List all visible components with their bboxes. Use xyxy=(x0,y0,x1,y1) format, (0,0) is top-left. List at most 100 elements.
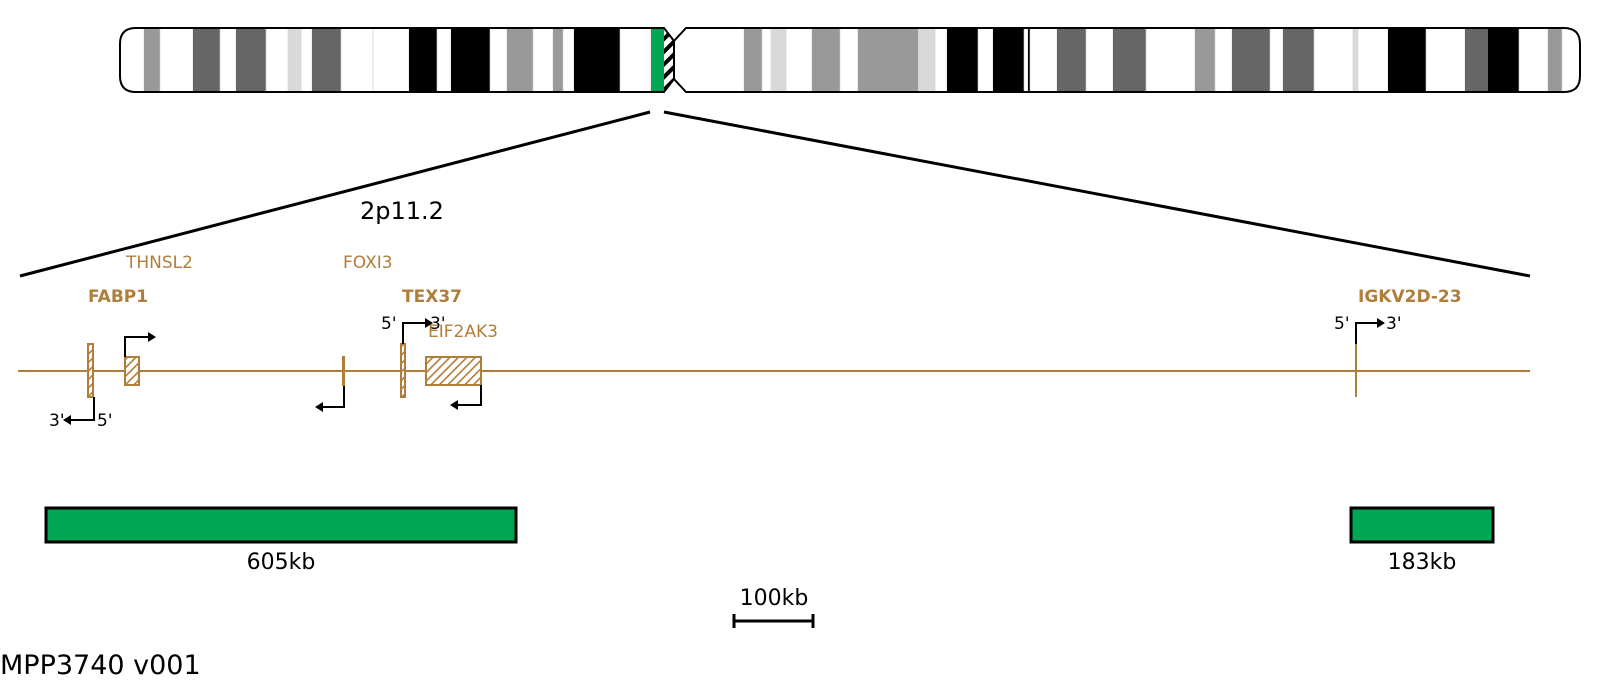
chromosome-band xyxy=(664,28,674,92)
thnsl2-arrow xyxy=(124,336,151,357)
chromosome-band xyxy=(1353,28,1358,92)
chromosome-band xyxy=(839,28,859,92)
segment-bar-1 xyxy=(44,506,518,544)
chromosome-band xyxy=(451,28,490,92)
chromosome-band xyxy=(507,28,533,92)
version-label: MPP3740 v001 xyxy=(0,650,201,681)
gene-label-foxi3: FOXI3 xyxy=(343,253,393,273)
zoom-line-left xyxy=(19,110,651,278)
scale-bar-label: 100kb xyxy=(740,586,809,611)
chromosome-band xyxy=(1465,28,1488,92)
gene-body-igkv2d-23 xyxy=(1355,344,1357,397)
chromosome-band xyxy=(1283,28,1314,92)
chromosome-band xyxy=(1028,28,1030,92)
igkv2d-23-5prime: 5' xyxy=(1334,314,1350,334)
chromosome-band xyxy=(159,28,194,92)
chromosome-band xyxy=(918,28,935,92)
chromosome-band xyxy=(1029,28,1058,92)
gene-body-fabp1 xyxy=(87,343,94,398)
chromosome-band xyxy=(372,28,410,92)
band-label: 2p11.2 xyxy=(360,197,444,225)
chromosome-band xyxy=(1057,28,1086,92)
chromosome-band xyxy=(1388,28,1426,92)
q-arm-outline xyxy=(673,27,1581,93)
igkv2d-23-3prime: 3' xyxy=(1386,314,1402,334)
eif2ak3-arrow xyxy=(455,385,482,406)
chromosome-band xyxy=(1145,28,1196,92)
chromosome-band xyxy=(562,28,575,92)
chromosome-band xyxy=(771,28,786,92)
chromosome-band xyxy=(193,28,220,92)
orientation-arrows xyxy=(68,322,1380,421)
chromosome-band xyxy=(674,28,745,92)
tex37-arrow xyxy=(402,322,428,344)
p-arm-bands xyxy=(120,28,674,92)
chromosome-band xyxy=(120,28,145,92)
chromosome-band xyxy=(1548,28,1562,92)
chromosome-band xyxy=(1425,28,1466,92)
chromosome-band xyxy=(1232,28,1270,92)
chromosome-band xyxy=(1214,28,1233,92)
chromosome-band xyxy=(1357,28,1389,92)
chromosome-band xyxy=(947,28,978,92)
chromosome-band xyxy=(934,28,948,92)
chromosome-band xyxy=(812,28,840,92)
chromosome-band xyxy=(993,28,1024,92)
gene-body-eif2ak3 xyxy=(425,356,482,386)
fabp1-arrow xyxy=(68,397,95,421)
chromosome-band xyxy=(1113,28,1146,92)
gene-label-tex37: TEX37 xyxy=(402,287,462,307)
scale-bar xyxy=(732,614,815,628)
chromosome-band xyxy=(265,28,289,92)
foxi3-arrow xyxy=(320,386,345,408)
chromosome-band xyxy=(858,28,918,92)
fabp1-3prime: 3' xyxy=(49,411,65,431)
chromosome-band xyxy=(288,28,301,92)
chromosome-band xyxy=(553,28,563,92)
q-arm-bands xyxy=(674,28,1580,92)
chromosome-band xyxy=(1313,28,1354,92)
chromosome-band xyxy=(1269,28,1284,92)
gene-label-igkv2d-23: IGKV2D-23 xyxy=(1358,287,1462,307)
gene-body-thnsl2 xyxy=(124,356,140,386)
chromosome-band xyxy=(574,28,620,92)
chromosome-band xyxy=(409,28,437,92)
segment-label-1: 605kb xyxy=(247,550,316,575)
chromosome-band xyxy=(300,28,313,92)
chromosome-band xyxy=(619,28,652,92)
segment-bar-2 xyxy=(1349,506,1495,544)
chromosome-band xyxy=(532,28,554,92)
chromosome-band xyxy=(1023,28,1029,92)
gene-label-eif2ak3: EIF2AK3 xyxy=(428,322,498,342)
gene-body-tex37 xyxy=(400,343,406,398)
gene-label-fabp1: FABP1 xyxy=(88,287,148,307)
chromosome-band xyxy=(977,28,994,92)
chromosome-ideogram xyxy=(119,27,1581,93)
chromosome-band xyxy=(761,28,772,92)
chromosome-band xyxy=(1518,28,1549,92)
chromosome-band xyxy=(340,28,374,92)
p-arm-outline xyxy=(119,27,675,93)
chromosome-band xyxy=(744,28,762,92)
highlighted-band xyxy=(651,28,664,92)
chromosome-band xyxy=(1488,28,1519,92)
gene-label-thnsl2: THNSL2 xyxy=(125,253,193,273)
chromosome-band xyxy=(489,28,508,92)
chromosome-band xyxy=(236,28,266,92)
chromosome-band xyxy=(436,28,452,92)
chromosome-band xyxy=(1195,28,1215,92)
zoom-line-right xyxy=(663,110,1531,278)
chromosome-band xyxy=(785,28,813,92)
chromosome-band xyxy=(144,28,160,92)
gene-body-foxi3 xyxy=(342,356,345,386)
segment-label-2: 183kb xyxy=(1388,550,1457,575)
chromosome-band xyxy=(219,28,237,92)
chromosome-band xyxy=(312,28,341,92)
chromosome-band xyxy=(1085,28,1114,92)
chromosome-band xyxy=(1561,28,1580,92)
tex37-3prime: 3' xyxy=(430,314,446,334)
arrow-heads xyxy=(63,318,1385,425)
fabp1-5prime: 5' xyxy=(97,411,113,431)
igkv2d-23-arrow xyxy=(1355,322,1380,344)
